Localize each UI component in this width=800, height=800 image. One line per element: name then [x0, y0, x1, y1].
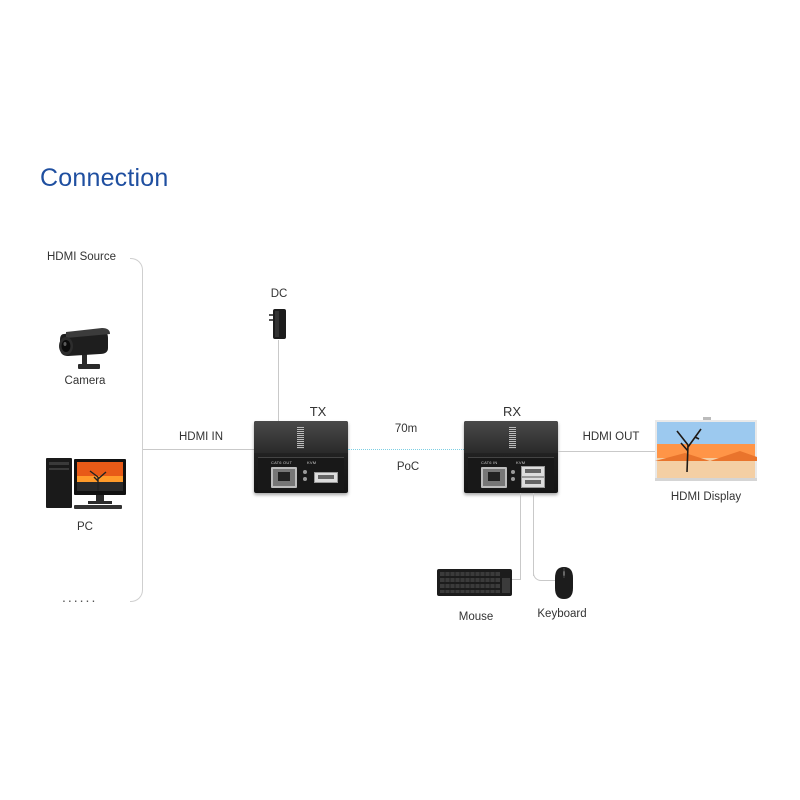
source-bracket [130, 258, 143, 602]
tx-led-1 [303, 470, 307, 474]
hdmi-out-label: HDMI OUT [582, 431, 640, 443]
rx-usb-port-1 [521, 466, 545, 477]
camera-label: Camera [64, 375, 106, 387]
rx-port-label-kvm: KVM [516, 460, 526, 465]
hdmi-source-label: HDMI Source [47, 251, 117, 263]
distance-label: 70m [394, 423, 418, 435]
mouse-cable-vertical [533, 493, 534, 576]
rx-device: CAT6 IN KVM [464, 421, 558, 493]
tx-port-label-cat6: CAT6 OUT [271, 460, 293, 465]
tx-label: TX [309, 404, 327, 419]
dc-cable [278, 340, 279, 422]
hdmi-in-line [143, 449, 254, 450]
tv-display-icon [655, 417, 758, 483]
hdmi-display-label: HDMI Display [670, 491, 742, 503]
rx-rj45-port [481, 467, 507, 488]
mouse-label: Mouse [458, 611, 494, 623]
rx-front-panel: CAT6 IN KVM [468, 457, 554, 490]
hdmi-in-label: HDMI IN [178, 431, 224, 443]
keyboard-cable-vertical [520, 493, 521, 579]
rx-port-label-cat6: CAT6 IN [481, 460, 498, 465]
rx-led-2 [511, 477, 515, 481]
mouse-cable-curve [533, 568, 556, 581]
camera-icon [54, 326, 114, 370]
poc-label: PoC [396, 461, 420, 473]
rx-logo-stripe [509, 427, 516, 449]
page-title: Connection [40, 164, 169, 192]
tx-front-panel: CAT6 OUT KVM [258, 457, 344, 490]
tx-port-label-kvm: KVM [307, 460, 317, 465]
pc-icon [44, 455, 128, 511]
tx-led-2 [303, 477, 307, 481]
rx-label: RX [502, 404, 522, 419]
cat6-link-line [348, 449, 464, 450]
keyboard-label: Keyboard [537, 608, 587, 620]
tx-rj45-port [271, 467, 297, 488]
tx-device: CAT6 OUT KVM [254, 421, 348, 493]
pc-label: PC [77, 521, 93, 533]
tx-usb-port [314, 472, 338, 483]
rx-usb-port-2 [521, 477, 545, 488]
hdmi-out-line [558, 451, 656, 452]
more-sources-ellipsis: ...... [62, 589, 98, 605]
mouse-icon [554, 566, 574, 600]
tx-logo-stripe [297, 427, 304, 449]
keyboard-icon [437, 569, 513, 597]
keyboard-cable-horizontal [512, 579, 521, 580]
dc-adapter-icon [268, 308, 290, 340]
rx-led-1 [511, 470, 515, 474]
dc-label: DC [270, 288, 288, 300]
